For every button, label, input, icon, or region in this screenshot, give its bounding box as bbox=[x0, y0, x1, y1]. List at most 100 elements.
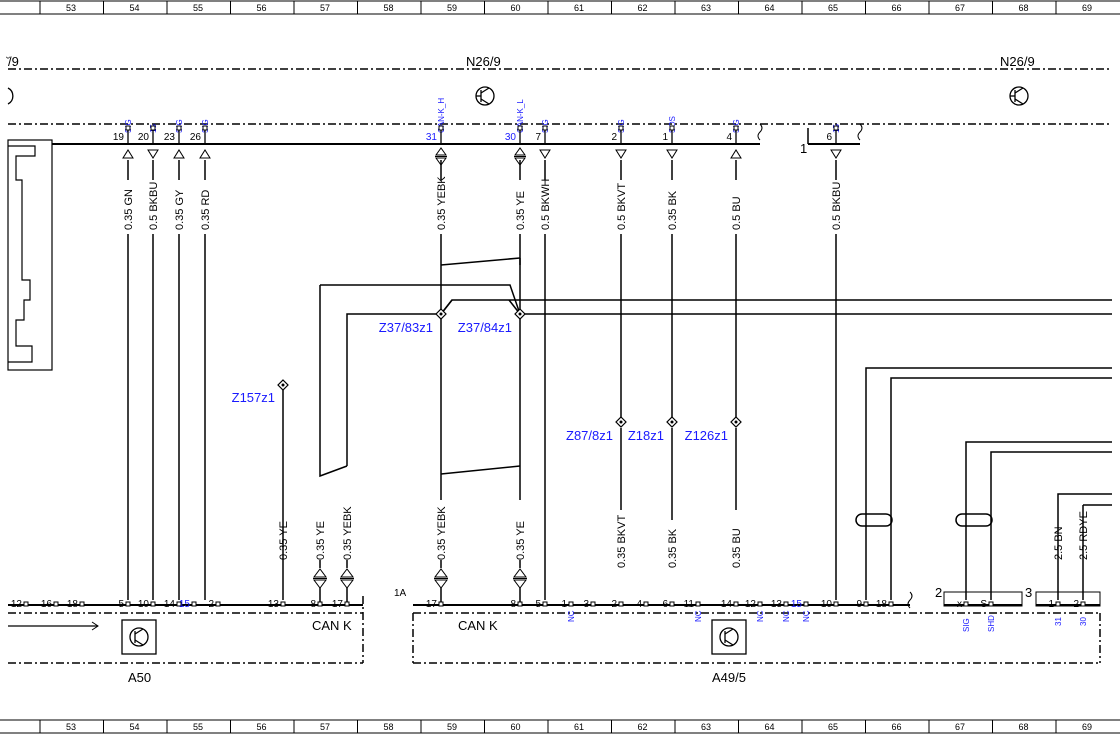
pin-terminal bbox=[618, 125, 624, 131]
splice-dot bbox=[518, 312, 522, 316]
pin-number: 2 bbox=[611, 599, 617, 610]
pin-terminal bbox=[988, 601, 994, 607]
pin-number: 2 bbox=[1073, 599, 1079, 610]
grid-number: 59 bbox=[447, 3, 457, 13]
conn2-label: 2 bbox=[935, 585, 942, 600]
pin-terminal bbox=[125, 125, 131, 131]
pin-terminal bbox=[517, 601, 523, 607]
wire-label: 0.35 BK bbox=[667, 528, 679, 568]
grid-number: 62 bbox=[638, 3, 648, 13]
grid-number: 66 bbox=[892, 3, 902, 13]
pin-terminal bbox=[669, 125, 675, 131]
pin-terminal bbox=[733, 125, 739, 131]
grid-number: 54 bbox=[130, 722, 140, 732]
wire-label: 0.35 YEBK bbox=[342, 506, 354, 560]
pin-number: 1 bbox=[1048, 599, 1054, 610]
n26-boundary bbox=[8, 68, 1112, 664]
pin-number: 15 bbox=[179, 599, 191, 610]
wire-label: 0.35 GY bbox=[174, 189, 186, 230]
grid-number: 60 bbox=[511, 3, 521, 13]
splice-dot bbox=[619, 420, 623, 424]
pin-number: 18 bbox=[876, 599, 888, 610]
a49-connector-label: 1A bbox=[394, 588, 407, 599]
pin-terminal bbox=[438, 601, 444, 607]
arrow-down-icon bbox=[340, 579, 354, 589]
arrow-up-icon bbox=[730, 149, 742, 159]
can-wiring bbox=[319, 257, 1112, 478]
pin-number: 10 bbox=[138, 599, 150, 610]
arrow-up-icon bbox=[514, 147, 526, 156]
pin-number: 1 bbox=[662, 132, 668, 143]
pin-terminal bbox=[176, 601, 182, 607]
pin-terminal bbox=[803, 601, 809, 607]
pin-terminal bbox=[833, 125, 839, 131]
wire-label: 0.35 GN bbox=[123, 189, 135, 230]
top-connector-pins: 19SIG0.35 GN20150.5 BKBU23SIG0.35 GY26SI… bbox=[113, 98, 863, 600]
arrow-up-icon bbox=[435, 147, 447, 156]
pin-number: 8 bbox=[510, 599, 516, 610]
arrow-up-icon bbox=[340, 568, 354, 578]
cank-a49: CAN K bbox=[458, 618, 498, 633]
arrow-down-icon bbox=[513, 579, 527, 589]
arrow-up-icon bbox=[199, 149, 211, 159]
grid-number: 55 bbox=[193, 722, 203, 732]
pin-number: S bbox=[980, 599, 987, 610]
grid-number: 62 bbox=[638, 722, 648, 732]
pin-number: 2 bbox=[611, 132, 617, 143]
pin-terminal bbox=[590, 601, 596, 607]
splice-dot bbox=[670, 420, 674, 424]
wire-label: 0.35 YE bbox=[315, 521, 327, 560]
grid-number: 60 bbox=[511, 722, 521, 732]
pin-terminal bbox=[542, 601, 548, 607]
pin-number: 14 bbox=[721, 599, 733, 610]
pin-number: 23 bbox=[164, 132, 176, 143]
pin-number: 4 bbox=[636, 599, 642, 610]
pin-terminal bbox=[79, 601, 85, 607]
arrow-down-icon bbox=[830, 149, 842, 159]
splice-label: Z37/84z1 bbox=[458, 320, 512, 335]
pin-number: 10 bbox=[821, 599, 833, 610]
wire-label: 0.5 BKVT bbox=[616, 183, 628, 230]
conn3-label: 3 bbox=[1025, 585, 1032, 600]
grid-number: 67 bbox=[955, 3, 965, 13]
grid-number: 56 bbox=[257, 3, 267, 13]
splice-label: Z126z1 bbox=[685, 428, 728, 443]
pin-terminal bbox=[191, 601, 197, 607]
pin-terminal bbox=[757, 601, 763, 607]
nc-label: NC bbox=[782, 610, 791, 622]
pin-number: 6 bbox=[662, 599, 668, 610]
pin-terminal bbox=[317, 601, 323, 607]
wire-label: 2.5 RDYE bbox=[1078, 511, 1090, 560]
wire-label: 0.35 YE bbox=[515, 191, 527, 230]
transistor-icon bbox=[475, 86, 495, 106]
pin-number: 8 bbox=[310, 599, 316, 610]
splice-dot bbox=[734, 420, 738, 424]
pin-number: 31 bbox=[426, 132, 438, 143]
break bbox=[857, 123, 863, 141]
signal-label: CAN-K_H bbox=[437, 98, 446, 133]
wire-label: 0.5 BKBU bbox=[831, 182, 843, 230]
pin-terminal bbox=[280, 601, 286, 607]
pin-number: 18 bbox=[67, 599, 79, 610]
break bbox=[907, 591, 913, 609]
nc-label: NC bbox=[567, 610, 576, 622]
grid-number: 66 bbox=[892, 722, 902, 732]
wire-label: 0.35 BK bbox=[667, 190, 679, 230]
splice-label: Z87/8z1 bbox=[566, 428, 613, 443]
pin-terminal bbox=[202, 125, 208, 131]
pin-terminal bbox=[833, 601, 839, 607]
pin-terminal bbox=[53, 601, 59, 607]
grid-number: 55 bbox=[193, 3, 203, 13]
pin-number: 14 bbox=[164, 599, 176, 610]
pin-terminal bbox=[150, 601, 156, 607]
grid-number: 68 bbox=[1019, 722, 1029, 732]
arrow-up-icon bbox=[122, 149, 134, 159]
pin-number: 13 bbox=[268, 599, 280, 610]
pin-terminal bbox=[733, 601, 739, 607]
pin-terminal bbox=[695, 601, 701, 607]
arrow-down-icon bbox=[147, 149, 159, 159]
pin-terminal bbox=[517, 125, 523, 131]
arrow-icon bbox=[91, 621, 99, 631]
pin-terminal bbox=[1080, 601, 1086, 607]
